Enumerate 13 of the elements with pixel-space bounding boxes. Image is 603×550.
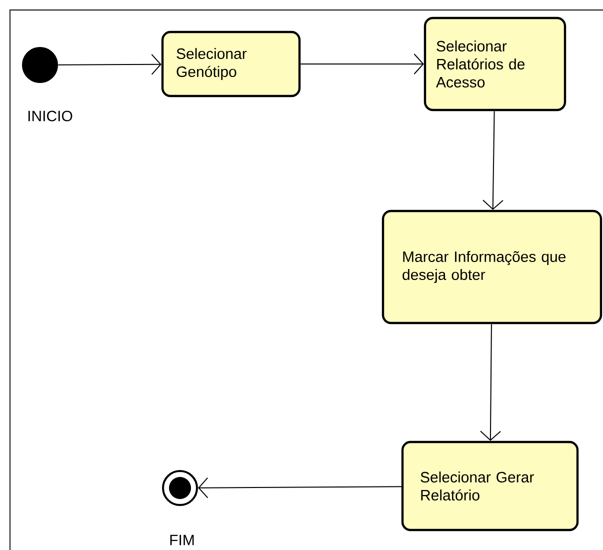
arrow (300, 54, 424, 74)
start-node (22, 47, 58, 83)
action-box: Selecionar Genótipo (161, 30, 301, 98)
action-box: Marcar Informações que deseja obter (382, 210, 602, 324)
arrow (482, 110, 504, 210)
arrow (480, 324, 501, 441)
action-box: Selecionar Relatórios de Acesso (424, 16, 566, 112)
action-box: Selecionar Gerar Relatório (401, 440, 579, 532)
node-label: FIM (170, 534, 194, 546)
arrow (198, 477, 402, 498)
arrow (58, 54, 162, 75)
node-label: INICIO (28, 110, 72, 122)
end-node (162, 470, 198, 506)
